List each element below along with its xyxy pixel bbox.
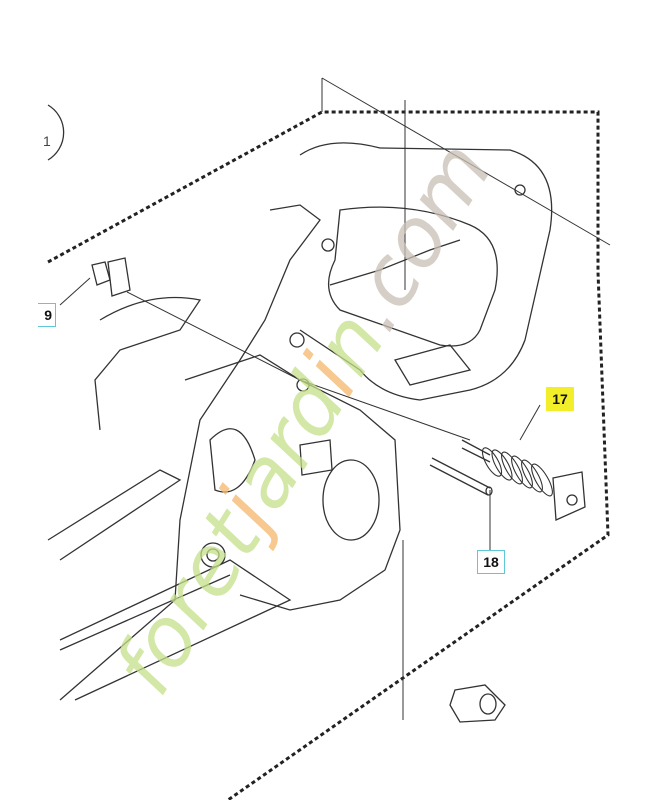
detail-circle — [47, 104, 65, 161]
crankcase-housing — [47, 204, 401, 701]
callout-9[interactable]: 9 — [38, 303, 56, 327]
callout-17[interactable]: 17 — [546, 387, 574, 411]
rear-handle — [289, 142, 553, 401]
pin-part-18 — [429, 457, 493, 496]
callout-18[interactable]: 18 — [477, 550, 505, 574]
callout-1: 1 — [43, 133, 51, 149]
dashed-boundary — [47, 110, 610, 800]
nut-part — [449, 684, 506, 723]
bushing-part-9 — [91, 257, 131, 297]
spring-part-17 — [461, 439, 586, 521]
leader-lines — [59, 77, 611, 720]
